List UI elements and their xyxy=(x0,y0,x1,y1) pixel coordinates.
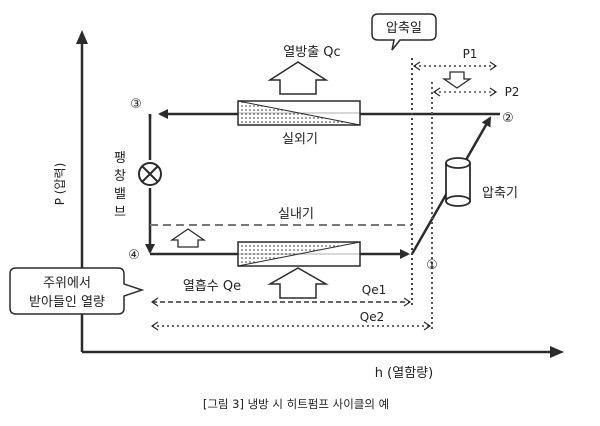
y-axis-label: P (압력) xyxy=(53,163,67,206)
heat-absorb-arrow-icon xyxy=(267,267,329,299)
evaporator-label: 실내기 xyxy=(278,207,314,222)
point-2-label: ② xyxy=(502,111,514,126)
expansion-valve-icon xyxy=(138,162,162,186)
evaporator-unit xyxy=(237,241,361,267)
x-axis-label: h (열함량) xyxy=(375,366,433,381)
condenser-label: 실외기 xyxy=(282,132,318,147)
p2-label: P2 xyxy=(505,85,520,99)
svg-text:브: 브 xyxy=(114,205,126,220)
qe2-label: Qe2 xyxy=(360,310,384,324)
point-4-label: ④ xyxy=(128,248,140,263)
p1-span xyxy=(412,61,498,71)
figure-caption: [그림 3] 냉방 시 히트펌프 사이클의 예 xyxy=(203,397,389,411)
compressor-icon xyxy=(445,157,471,207)
compressor-label: 압축기 xyxy=(482,186,518,201)
heat-release-label: 열방출 Qc xyxy=(283,45,340,60)
ambient-heat-callout xyxy=(9,267,145,315)
svg-text:밸: 밸 xyxy=(114,187,126,202)
y-axis-arrow-icon xyxy=(76,30,88,44)
small-down-arrow-icon xyxy=(441,71,473,89)
point-1-label: ① xyxy=(426,258,438,273)
compression-work-callout xyxy=(371,13,437,51)
ambient-heat-label-line1: 주위에서 xyxy=(43,276,91,291)
svg-text:창: 창 xyxy=(114,169,126,184)
axes: P (압력) h (열함량) xyxy=(53,30,564,381)
p1-label: P1 xyxy=(463,47,478,61)
x-axis-arrow-icon xyxy=(550,346,564,358)
p2-span xyxy=(432,87,498,97)
qe2-span xyxy=(150,321,432,331)
condenser-unit xyxy=(237,100,361,126)
heat-absorb-label: 열흡수 Qe xyxy=(183,279,241,294)
small-up-arrow-icon xyxy=(169,228,207,248)
compression-work-label: 압축일 xyxy=(386,21,422,36)
expansion-valve-label: 팽 창 밸 브 xyxy=(114,151,126,220)
ambient-heat-label-line2: 받아들인 열량 xyxy=(29,295,105,310)
point-3-label: ③ xyxy=(130,97,142,112)
svg-text:팽: 팽 xyxy=(114,151,126,166)
qe1-label: Qe1 xyxy=(362,283,386,297)
heat-release-arrow-icon xyxy=(267,61,329,95)
qe1-span xyxy=(150,297,412,307)
